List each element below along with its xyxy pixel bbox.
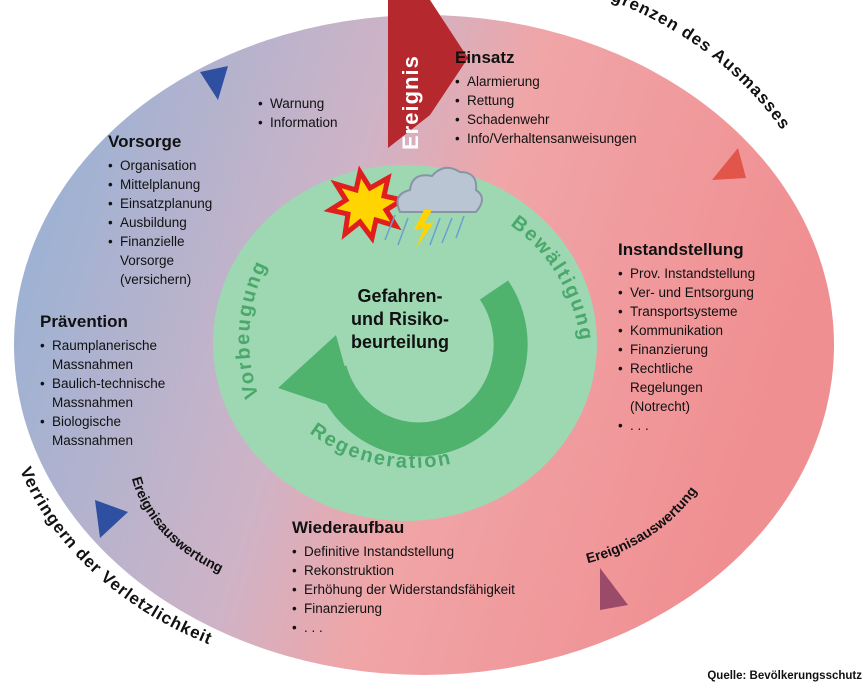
center-line-2: und Risiko- [351, 309, 449, 329]
einsatz-title: Einsatz [455, 48, 515, 67]
list-item: Transportsysteme [618, 302, 788, 321]
inner-circle [213, 165, 597, 521]
list-item: . . . [618, 416, 788, 435]
vorsorge-block: Vorsorge Organisation Mittelplanung Eins… [108, 132, 258, 289]
list-item: Organisation [108, 156, 258, 175]
wiederaufbau-title: Wiederaufbau [292, 518, 405, 537]
list-item: Ver- und Entsorgung [618, 283, 788, 302]
marker-mauve-bottom [600, 568, 628, 610]
list-item: Definitive Instandstellung [292, 542, 592, 561]
list-item: Rettung [455, 91, 705, 110]
list-item: Baulich-technische Massnahmen [40, 374, 197, 412]
list-item: Finanzielle Vorsorge (versichern) [108, 232, 212, 289]
list-item: Warnung [258, 94, 338, 113]
list-item: Info/Verhaltensanweisungen [455, 129, 705, 148]
wiederaufbau-block: Wiederaufbau Definitive Instandstellung … [292, 518, 592, 637]
ereignis-arrow [388, 0, 468, 148]
source-credit: Quelle: Bevölkerungsschutz [707, 670, 862, 682]
warnung-block: Warnung Information [258, 94, 338, 132]
list-item: Finanzierung [292, 599, 592, 618]
list-item: Ausbildung [108, 213, 258, 232]
list-item: Raumplanerische Massnahmen [40, 336, 197, 374]
center-title: Gefahren- und Risiko- beurteilung [325, 285, 475, 354]
list-item: Prov. Instandstellung [618, 264, 788, 283]
list-item: Finanzierung [618, 340, 788, 359]
storm-cloud-icon [384, 166, 483, 246]
list-item: Einsatzplanung [108, 194, 258, 213]
instandstellung-title: Instandstellung [618, 240, 744, 259]
einsatz-block: Einsatz Alarmierung Rettung Schadenwehr … [455, 48, 705, 148]
instandstellung-block: Instandstellung Prov. Instandstellung Ve… [618, 240, 788, 435]
list-item: . . . [292, 618, 592, 637]
list-item: Erhöhung der Widerstandsfähigkeit [292, 580, 592, 599]
list-item: Schadenwehr [455, 110, 705, 129]
center-line-3: beurteilung [351, 332, 449, 352]
list-item: Biologische Massnahmen [40, 412, 152, 450]
marker-blue-bottom [95, 500, 128, 538]
list-item: Kommunikation [618, 321, 788, 340]
list-item: Mittelplanung [108, 175, 258, 194]
cycle-arrow-head [278, 335, 358, 415]
marker-blue-top [200, 66, 228, 100]
ereignis-label: Ereignis [398, 55, 423, 150]
vorsorge-title: Vorsorge [108, 132, 182, 151]
list-item: Rechtliche Regelungen (Notrecht) [618, 359, 748, 416]
list-item: Rekonstruktion [292, 561, 592, 580]
praevention-block: Prävention Raumplanerische Massnahmen Ba… [40, 312, 215, 450]
list-item: Alarmierung [455, 72, 705, 91]
praevention-title: Prävention [40, 312, 128, 331]
center-line-1: Gefahren- [357, 286, 443, 306]
marker-red-right [712, 148, 746, 180]
lightning-icon [414, 210, 434, 248]
explosion-icon [323, 165, 409, 244]
list-item: Information [258, 113, 338, 132]
